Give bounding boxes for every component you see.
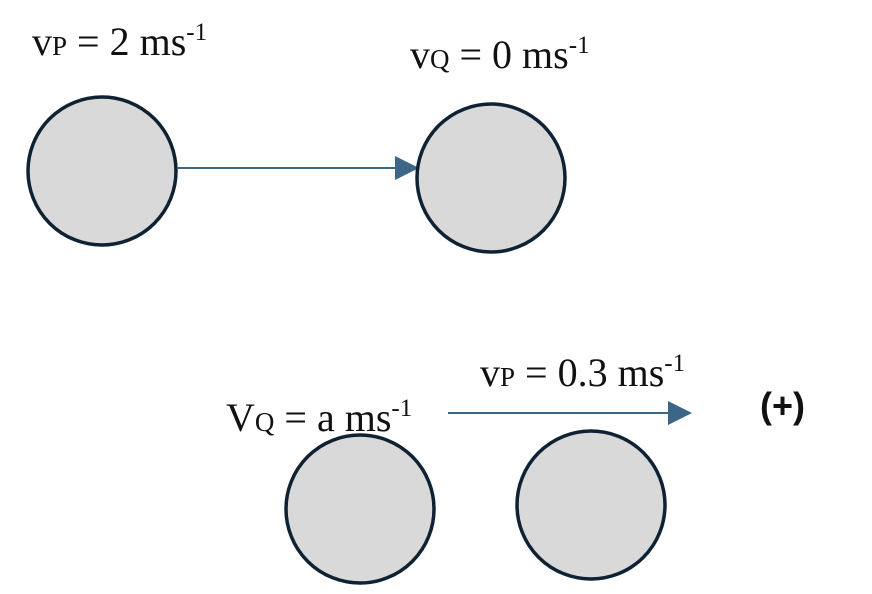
velocity-label-q-before: vQ = 0 ms-1 [410,32,590,77]
ball-p-after [515,429,667,581]
ball-q-after [284,433,436,585]
positive-direction-label: (+) [760,385,805,426]
ball-p-before [26,95,178,247]
velocity-label-q-after: VQ = a ms-1 [226,395,413,440]
ball-q-before [415,102,567,254]
velocity-label-p-after: vP = 0.3 ms-1 [480,350,686,395]
velocity-label-p-before: vP = 2 ms-1 [32,19,208,64]
